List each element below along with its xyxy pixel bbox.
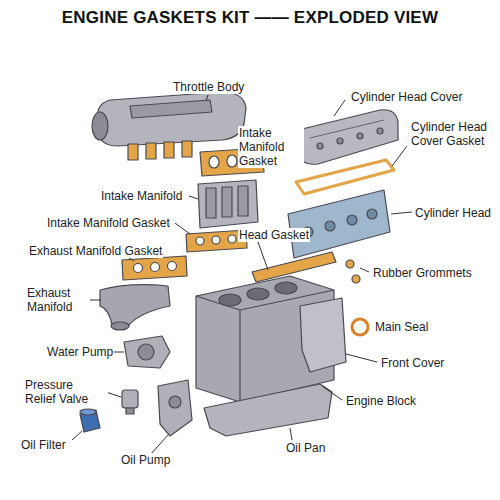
oil-pan-part	[204, 384, 332, 436]
water-pump-part	[124, 336, 170, 368]
part-label: Cylinder Head Cover Gasket	[410, 120, 492, 148]
intake-gasket-strips	[128, 141, 192, 160]
diagram-title: ENGINE GASKETS KIT —— EXPLODED VIEW	[0, 8, 500, 28]
part-label: Head Gasket	[238, 228, 310, 242]
part-label: Pressure Relief Valve	[24, 378, 108, 406]
exhaust-manifold-part	[100, 285, 170, 330]
part-label: Oil Pan	[285, 441, 326, 455]
rubber-grommets-part	[346, 260, 360, 283]
part-label: Intake Manifold	[100, 189, 183, 203]
part-label: Exhaust Manifold Gasket	[28, 244, 163, 258]
part-label: Throttle Body	[172, 80, 245, 94]
part-label: Cylinder Head	[414, 206, 492, 220]
cylinder-head-cover-part	[298, 110, 398, 165]
main-seal-part	[352, 319, 368, 335]
part-label: Intake Manifold Gasket	[46, 216, 171, 230]
part-label: Water Pump	[46, 345, 114, 359]
part-label: Oil Filter	[20, 438, 67, 452]
part-label: Engine Block	[345, 394, 417, 408]
intake-manifold-part	[198, 180, 258, 228]
part-label: Intake Manifold Gasket	[238, 126, 304, 168]
cover-gasket-part	[296, 160, 394, 194]
oil-filter-part	[80, 409, 100, 432]
oil-pump-part	[158, 380, 192, 436]
front-cover-part	[300, 298, 346, 372]
part-label: Front Cover	[380, 356, 445, 370]
throttle-body-part	[92, 92, 246, 146]
part-label: Cylinder Head Cover	[350, 90, 463, 104]
part-label: Exhaust Manifold	[26, 286, 90, 314]
part-label: Rubber Grommets	[372, 266, 473, 280]
pressure-relief-valve-part	[122, 390, 138, 414]
part-label: Oil Pump	[120, 453, 171, 467]
part-label: Main Seal	[374, 320, 429, 334]
cylinder-head-part	[288, 190, 390, 258]
